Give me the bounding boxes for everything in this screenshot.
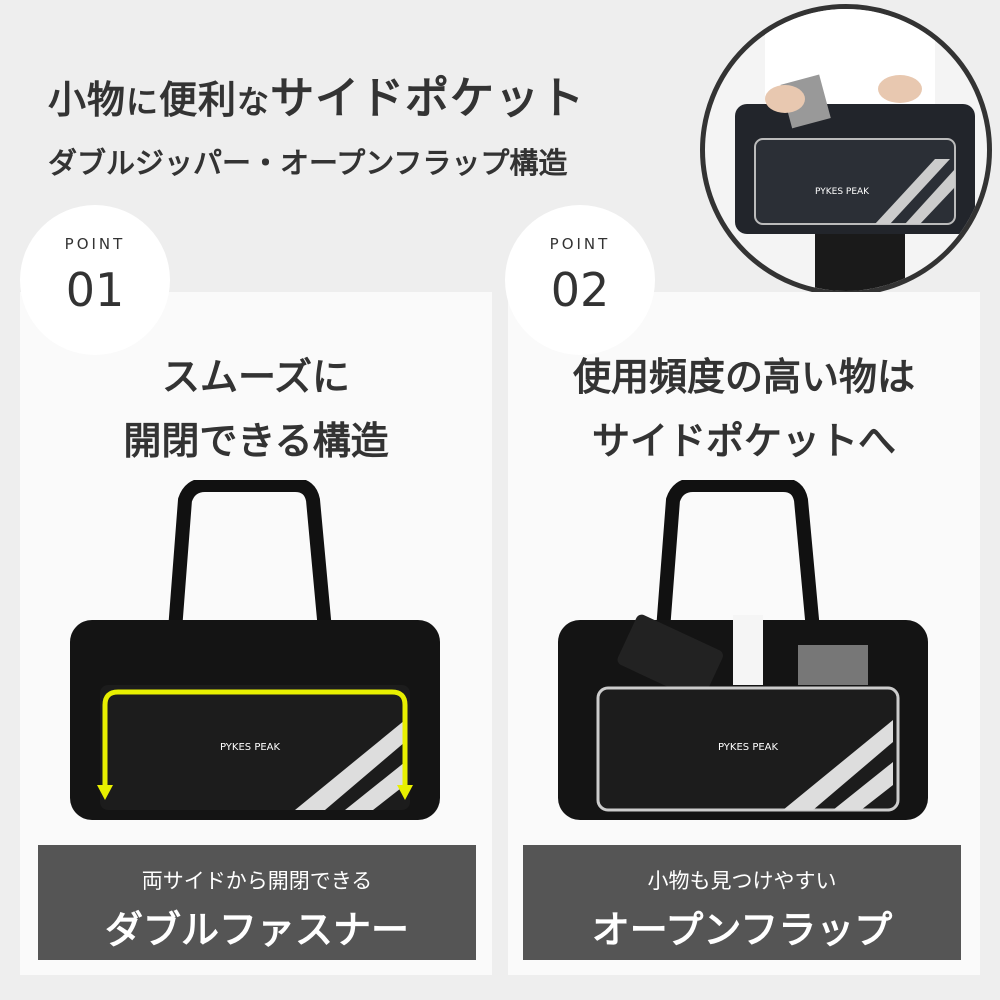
svg-text:PYKES PEAK: PYKES PEAK	[815, 187, 870, 197]
svg-text:PYKES PEAK: PYKES PEAK	[718, 742, 779, 753]
page-title: 小物に便利なサイドポケット	[48, 73, 586, 124]
bag-double-zipper-image: PYKES PEAK	[70, 480, 440, 820]
page-subtitle: ダブルジッパー・オープンフラップ構造	[48, 146, 568, 180]
point-label: POINT	[64, 235, 126, 253]
point-02-heading: 使用頻度の高い物はサイドポケットへ	[572, 355, 915, 463]
point-number: 01	[65, 263, 125, 317]
point-02-caption: 小物も見つけやすい オープンフラップ	[523, 845, 961, 960]
point-02-badge: POINT 02	[505, 205, 655, 355]
model-photo: PYKES PEAK	[700, 4, 992, 296]
point-01-badge: POINT 01	[20, 205, 170, 355]
point-01-heading: スムーズに開閉できる構造	[123, 355, 389, 463]
point-01-caption: 両サイドから開閉できる ダブルファスナー	[38, 845, 476, 960]
point-number: 02	[550, 263, 610, 317]
svg-text:PYKES PEAK: PYKES PEAK	[220, 742, 281, 753]
bag-open-flap-image: PYKES PEAK	[558, 480, 928, 820]
point-label: POINT	[549, 235, 611, 253]
